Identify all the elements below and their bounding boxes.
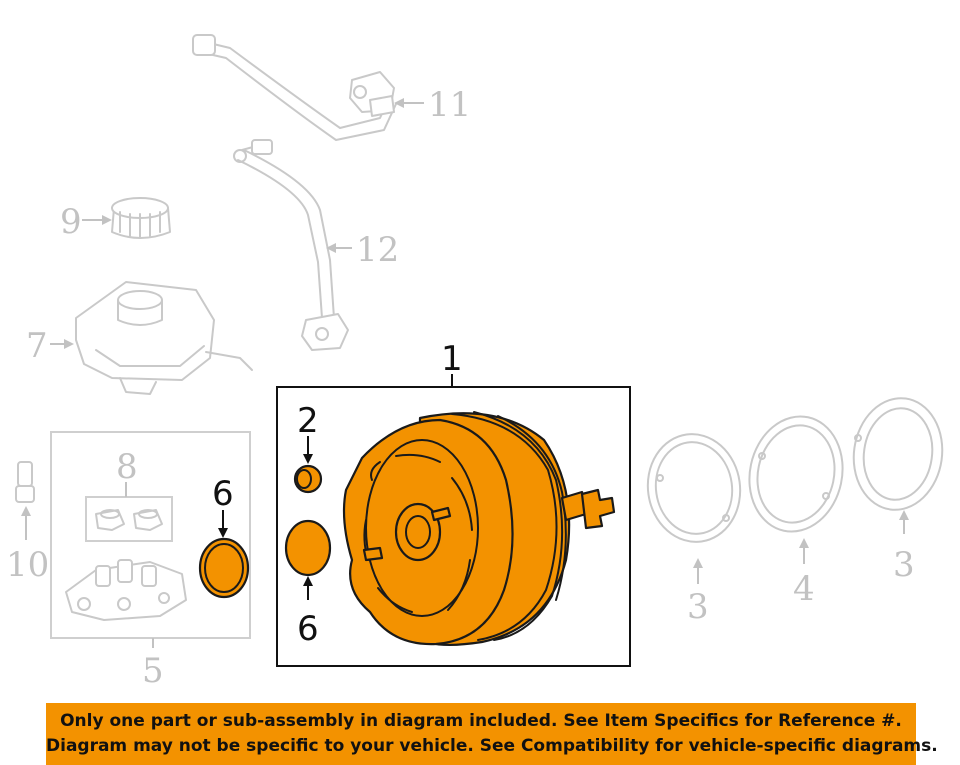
master-cylinder-part-5[interactable] [65,559,187,621]
callout-4[interactable]: 4 [793,569,815,609]
seals-part-8[interactable] [95,509,163,531]
callout-6-left-arrowhead [218,528,228,538]
callout-3-right-arrowhead [899,510,909,520]
grommet-part-2[interactable] [293,464,323,494]
gasket-part-4[interactable] [739,408,853,541]
callout-10[interactable]: 10 [6,545,49,585]
callout-2-arrowhead [303,454,313,464]
seal-part-6-left[interactable] [198,537,250,599]
callout-4-arrowhead [799,538,809,548]
callout-7[interactable]: 7 [26,326,48,366]
disclaimer-line-2: Diagram may not be specific to your vehi… [46,736,938,756]
callout-9[interactable]: 9 [60,202,82,242]
disclaimer-banner: Only one part or sub-assembly in diagram… [46,703,938,765]
callout-9-arrowhead [102,215,112,225]
callout-6-right[interactable]: 6 [297,609,319,649]
callout-5[interactable]: 5 [142,651,164,691]
callout-2[interactable]: 2 [297,401,319,441]
seal-part-6-right[interactable] [284,519,332,577]
vacuum-tube-part-12[interactable] [233,139,349,351]
callout-1[interactable]: 1 [441,339,463,379]
callout-6-right-arrowhead [303,576,313,586]
gasket-part-3-left[interactable] [641,428,747,548]
callout-11-arrowhead [394,98,404,108]
callout-7-arrowhead [64,339,74,349]
main-assembly-box [276,386,631,667]
callout-3-left[interactable]: 3 [687,587,709,627]
vacuum-hose-part-11[interactable] [192,34,397,141]
callout-12[interactable]: 12 [356,230,399,270]
master-cylinder-group-box [50,431,251,639]
brake-booster-part-1[interactable] [342,411,616,646]
callout-12-arrowhead [326,243,336,253]
fluid-reservoir-part-7[interactable] [75,281,253,395]
reservoir-cap-part-9[interactable] [111,197,171,239]
callout-11[interactable]: 11 [428,85,471,125]
callout-3-left-arrowhead [693,558,703,568]
seal-kit-box [85,496,173,542]
callout-10-arrowhead [21,506,31,516]
callout-3-right[interactable]: 3 [893,545,915,585]
sensor-part-10[interactable] [15,461,35,503]
callout-8[interactable]: 8 [116,447,138,487]
callout-6-left[interactable]: 6 [212,474,234,514]
gasket-part-3-right[interactable] [847,392,950,515]
disclaimer-line-1: Only one part or sub-assembly in diagram… [60,711,902,731]
